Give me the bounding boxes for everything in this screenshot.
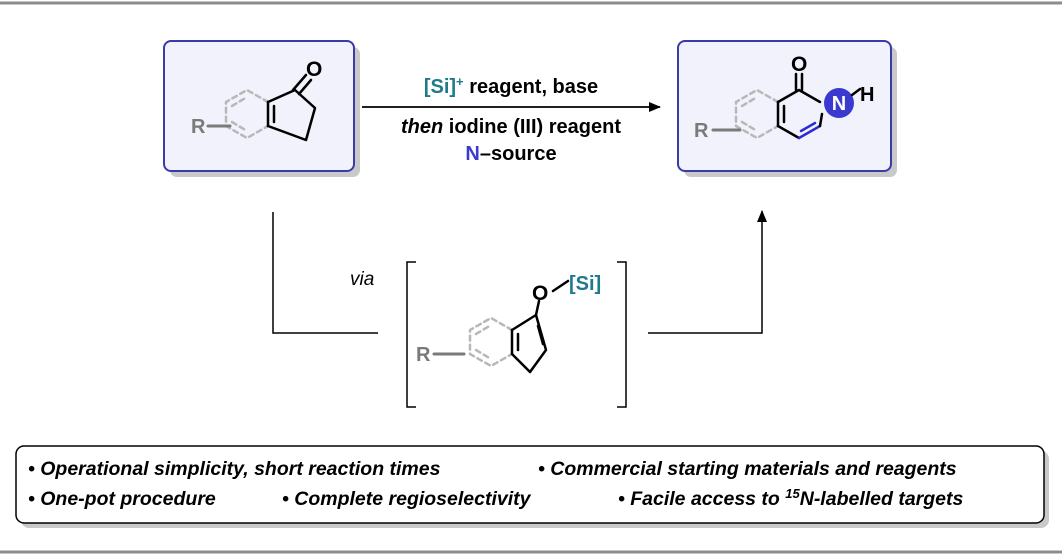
reagent-base-text: reagent, base (464, 76, 599, 98)
feature-operational-simplicity: • Operational simplicity, short reaction… (28, 458, 441, 480)
enol-oxygen: O (532, 282, 548, 305)
feature-one-pot: • One-pot procedure (28, 488, 216, 510)
feature-15n-suffix: N-labelled targets (800, 488, 964, 510)
product-isoquinolinone: R O N H (694, 53, 874, 142)
product-nitrogen: N (832, 93, 846, 115)
silyl-group-label: [Si] (569, 273, 601, 295)
left-bracket (406, 261, 416, 408)
path-up-right (648, 210, 767, 334)
nitrogen-source-n: N (465, 143, 479, 165)
intermediate-r-group-label: R (416, 344, 431, 366)
product-box (677, 40, 897, 177)
reagent-line-1: [Si]+ reagent, base (424, 74, 598, 99)
product-r-group-label: R (694, 120, 709, 142)
then-italic: then (401, 116, 443, 138)
nitrogen-highlight (824, 88, 854, 118)
feature-commercial-materials: • Commercial starting materials and reag… (538, 458, 957, 480)
r-group-label: R (191, 116, 206, 138)
silyl-enol-ether-intermediate: R O [Si] (416, 273, 601, 374)
feature-15n-prefix: • Facile access to (618, 488, 785, 510)
aromatic-ring-dashed (224, 88, 270, 140)
right-bracket (617, 261, 627, 408)
starting-material-indenone: R O (191, 58, 322, 142)
feature-regioselectivity: • Complete regioselectivity (282, 488, 532, 510)
product-carbonyl-oxygen: O (791, 53, 807, 76)
path-down-left (272, 212, 378, 334)
reagent-line-2: then iodine (III) reagent (401, 116, 621, 138)
product-hydrogen: H (860, 84, 874, 106)
starting-material-box (163, 40, 360, 177)
feature-15n-superscript: 15 (785, 486, 800, 501)
reagent-line-3: N–source (465, 143, 556, 165)
carbonyl-oxygen: O (306, 58, 322, 81)
nitrogen-source-text: –source (480, 143, 557, 165)
features-box (15, 445, 1049, 528)
silylating-reagent-si: [Si] (424, 76, 456, 98)
silylating-reagent-plus: + (456, 74, 464, 89)
feature-15n-labelled: • Facile access to 15N-labelled targets (618, 486, 964, 511)
iodine-reagent-text: iodine (III) reagent (443, 116, 621, 138)
new-double-bond (797, 124, 822, 140)
via-label: via (350, 269, 374, 290)
